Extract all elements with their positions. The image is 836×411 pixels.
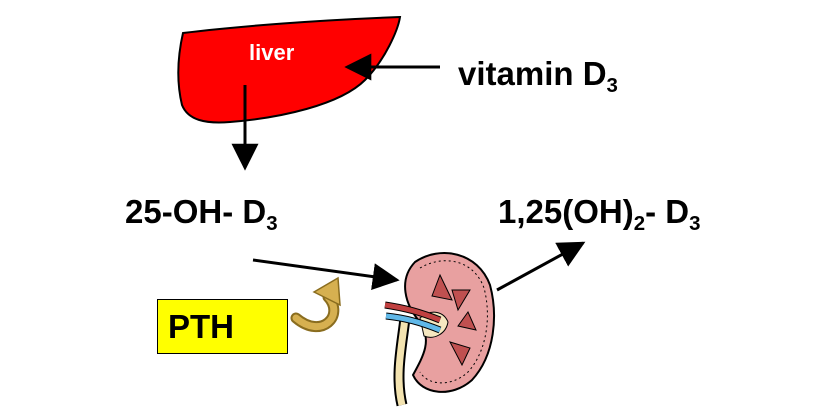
125-oh2-prefix: 1,25(OH) — [498, 193, 634, 230]
25-oh-d3-label: 25-OH- D3 — [125, 193, 278, 234]
125-oh2-mid: - D — [645, 193, 690, 230]
pth-label: PTH — [168, 308, 234, 345]
liver-shape — [177, 15, 402, 124]
arrow-kidney-to-125oh — [496, 241, 586, 292]
pth-box: PTH — [157, 299, 288, 354]
vitamin-d3-subscript: 3 — [606, 74, 618, 98]
25-oh-d3-main: 25-OH- D — [125, 193, 267, 230]
vitamin-d3-main: vitamin D — [458, 55, 607, 92]
25-oh-d3-subscript: 3 — [266, 212, 278, 236]
curved-arrow-icon — [290, 276, 341, 333]
125-oh2-subscript-3: 3 — [689, 212, 701, 236]
vitamin-d3-label: vitamin D3 — [458, 55, 618, 96]
125-oh2-subscript-2: 2 — [633, 212, 646, 236]
arrow-25oh-to-kidney — [252, 258, 400, 291]
kidney-icon — [384, 252, 495, 407]
125-oh2-d3-label: 1,25(OH)2- D3 — [498, 193, 700, 234]
liver-label: liver — [249, 40, 295, 65]
